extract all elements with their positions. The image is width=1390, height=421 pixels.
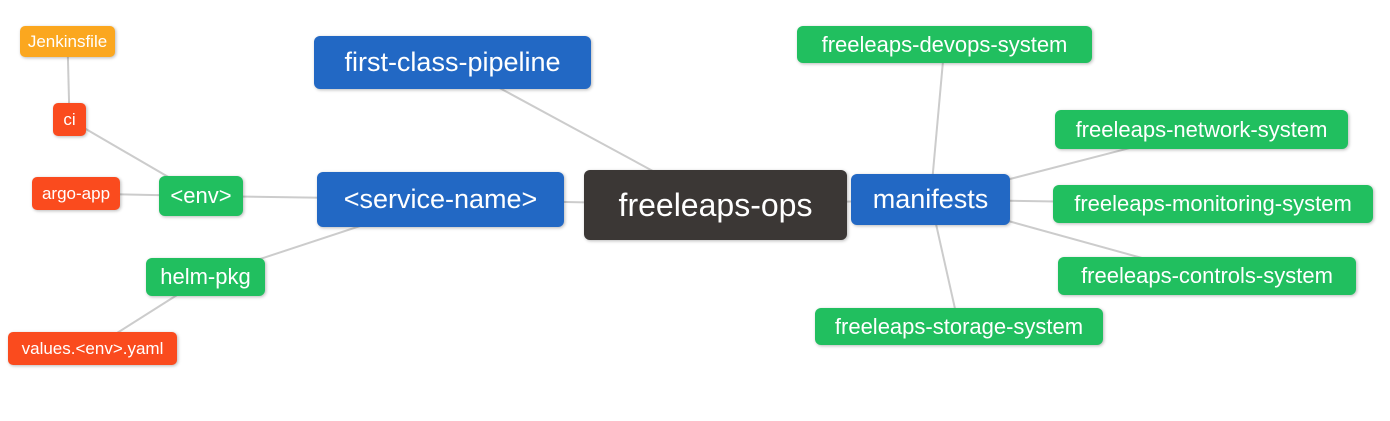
node-env[interactable]: <env> [159, 176, 243, 216]
node-argo-app[interactable]: argo-app [32, 177, 120, 210]
node-service-name[interactable]: <service-name> [317, 172, 564, 227]
node-ci[interactable]: ci [53, 103, 86, 136]
node-storage-system[interactable]: freeleaps-storage-system [815, 308, 1103, 345]
node-network-system[interactable]: freeleaps-network-system [1055, 110, 1348, 149]
node-helm-pkg[interactable]: helm-pkg [146, 258, 265, 296]
node-first-class-pipeline[interactable]: first-class-pipeline [314, 36, 591, 89]
node-controls-system[interactable]: freeleaps-controls-system [1058, 257, 1356, 295]
node-freeleaps-ops[interactable]: freeleaps-ops [584, 170, 847, 240]
node-devops-system[interactable]: freeleaps-devops-system [797, 26, 1092, 63]
edge-manifests-devops-system [929, 44, 946, 200]
node-values-env-yaml[interactable]: values.<env>.yaml [8, 332, 177, 365]
node-manifests[interactable]: manifests [851, 174, 1010, 225]
node-monitoring-system[interactable]: freeleaps-monitoring-system [1053, 185, 1373, 223]
node-jenkinsfile[interactable]: Jenkinsfile [20, 26, 115, 57]
